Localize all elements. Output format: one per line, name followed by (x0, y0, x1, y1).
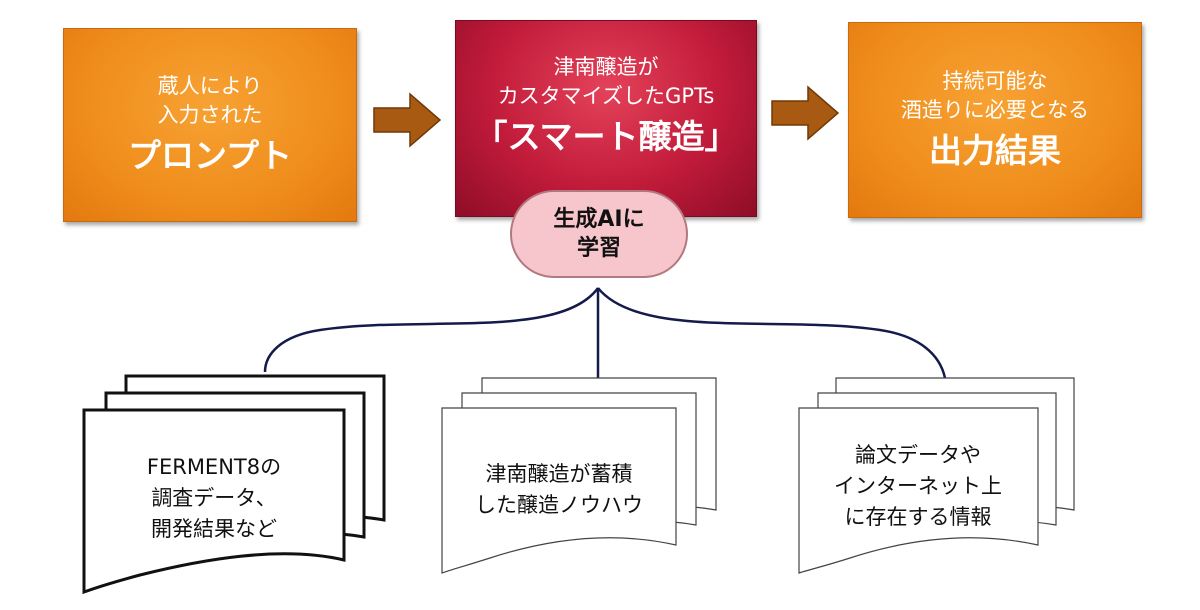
output-line2: 酒造りに必要となる (900, 98, 1090, 122)
source-text-papers-internet: 論文データや インターネット上 に存在する情報 (800, 440, 1036, 533)
prompt-line2: 入力された (157, 103, 263, 127)
source-text-ferment8: FERMENT8の 調査データ、 開発結果など (96, 452, 332, 545)
gpt-box: 津南醸造が カスタマイズしたGPTs 「スマート醸造」 (455, 20, 757, 217)
learning-oval: 生成AIに 学習 (510, 190, 688, 278)
right-arrow-icon (373, 92, 442, 148)
connector-line-right (597, 287, 947, 379)
gpt-line1: 津南醸造が (553, 54, 659, 79)
source-line: FERMENT8の (146, 455, 282, 479)
document-stack-ferment8 (82, 374, 386, 595)
source-line: インターネット上 (834, 474, 1002, 498)
gpt-title: 「スマート醸造」 (474, 116, 738, 156)
learning-line2: 学習 (576, 236, 621, 261)
prompt-title: プロンプト (127, 136, 292, 175)
output-line1: 持続可能な (942, 69, 1048, 93)
gpt-line2: カスタマイズしたGPTs (497, 83, 715, 108)
document-stack-papers-internet (798, 377, 1075, 574)
learning-line1: 生成AIに (553, 207, 645, 232)
source-line: した醸造ノウハウ (475, 493, 643, 517)
source-line: に存在する情報 (844, 505, 992, 529)
right-arrow-icon (771, 85, 840, 141)
connector-line-left (263, 287, 600, 373)
source-line: 開発結果など (151, 517, 277, 541)
document-stack-tsunan-knowhow (441, 377, 717, 574)
output-title: 出力結果 (929, 131, 1061, 170)
prompt-line1: 蔵人により (157, 74, 263, 98)
source-line: 調査データ、 (151, 486, 277, 510)
source-text-tsunan-knowhow: 津南醸造が蓄積 した醸造ノウハウ (444, 459, 674, 521)
source-line: 論文データや (855, 443, 981, 467)
prompt-box: 蔵人により 入力された プロンプト (63, 28, 357, 222)
source-line: 津南醸造が蓄積 (485, 462, 633, 486)
output-box: 持続可能な 酒造りに必要となる 出力結果 (848, 22, 1142, 218)
